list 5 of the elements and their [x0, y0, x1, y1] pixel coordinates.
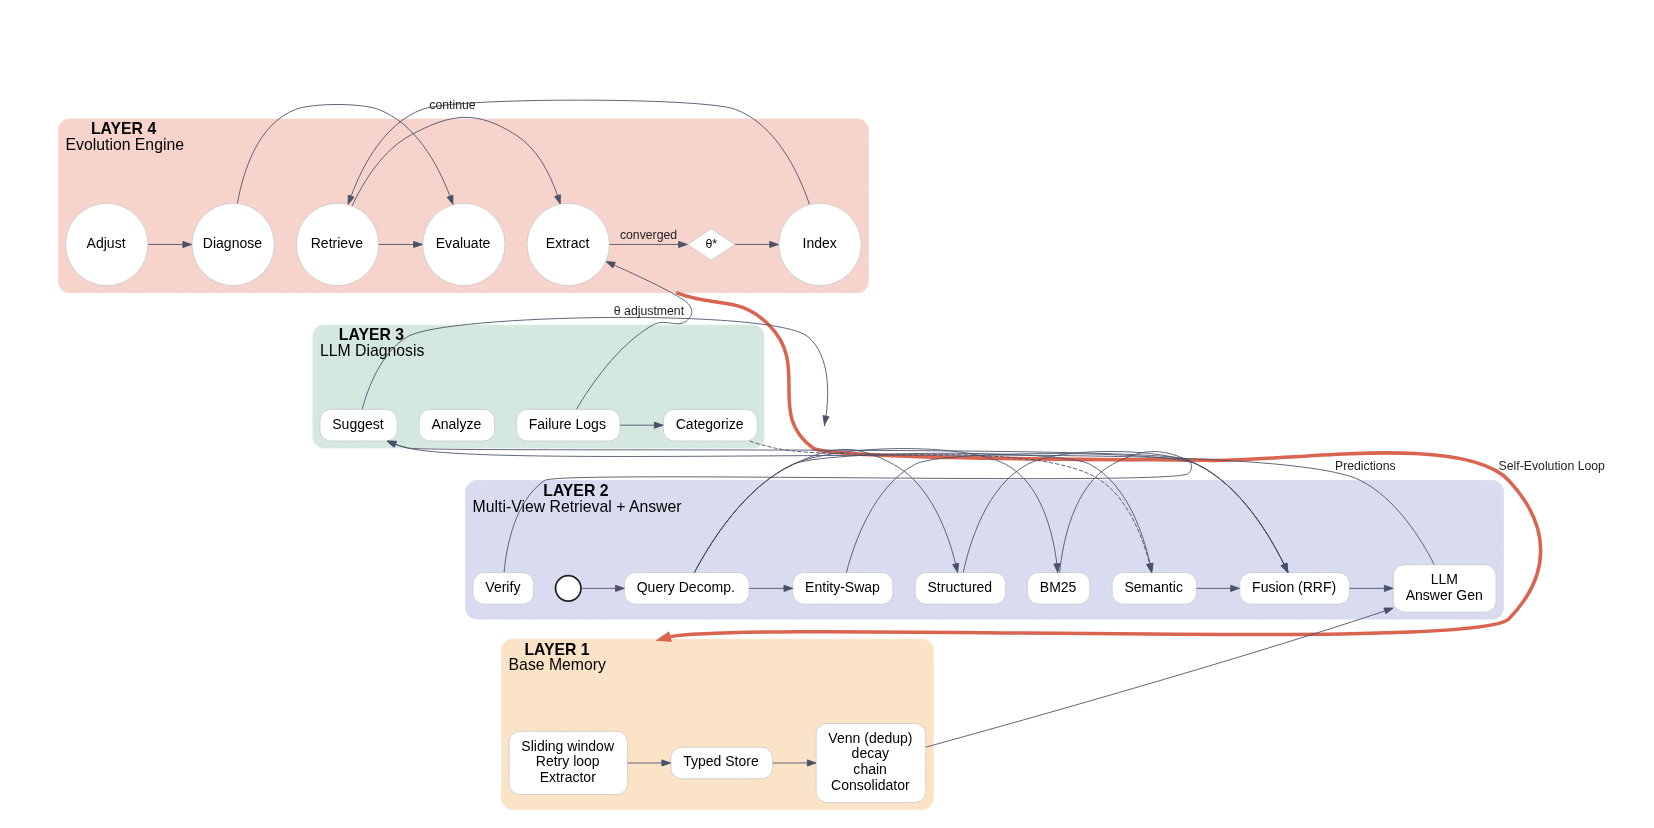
edge-label: Predictions — [1334, 459, 1396, 474]
edge-label: continue — [428, 97, 476, 112]
edge-label: Self-Evolution Loop — [1498, 459, 1605, 474]
edge-label: θ adjustment — [613, 303, 684, 318]
edge-label: converged — [619, 227, 677, 242]
